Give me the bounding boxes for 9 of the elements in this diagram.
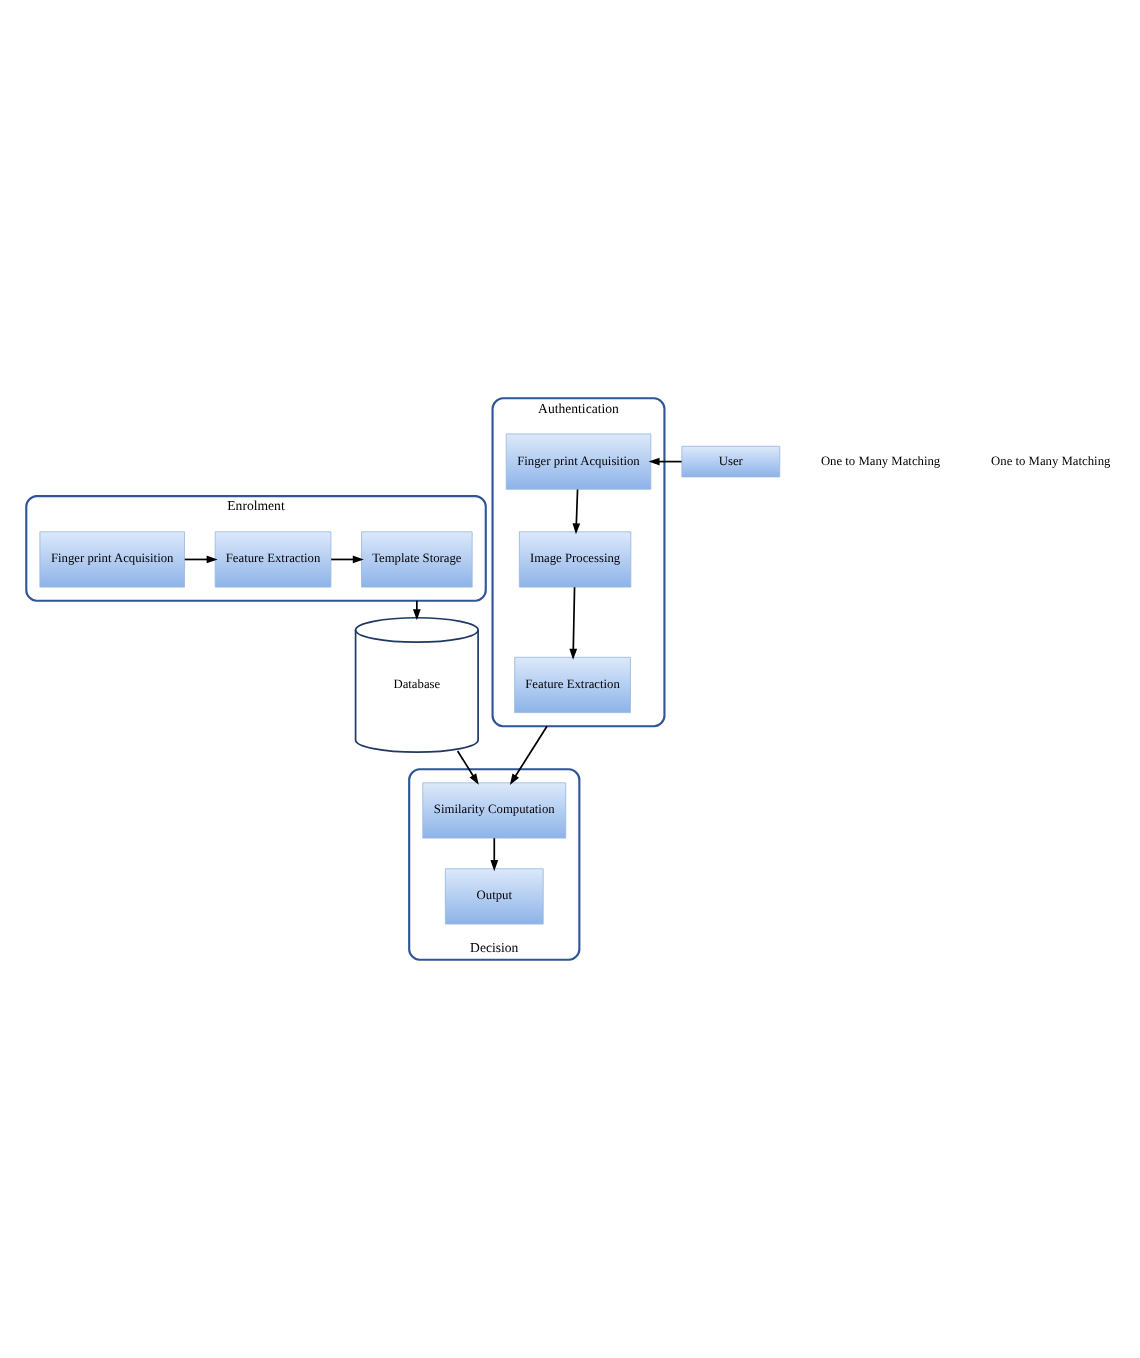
arrow [490, 837, 499, 872]
arrow [330, 555, 364, 564]
arrow [183, 555, 218, 564]
arrow [572, 488, 581, 535]
arrow [569, 586, 578, 660]
arrow [456, 750, 479, 785]
arrow [509, 725, 548, 785]
arrow [648, 457, 683, 466]
arrow [412, 599, 421, 621]
